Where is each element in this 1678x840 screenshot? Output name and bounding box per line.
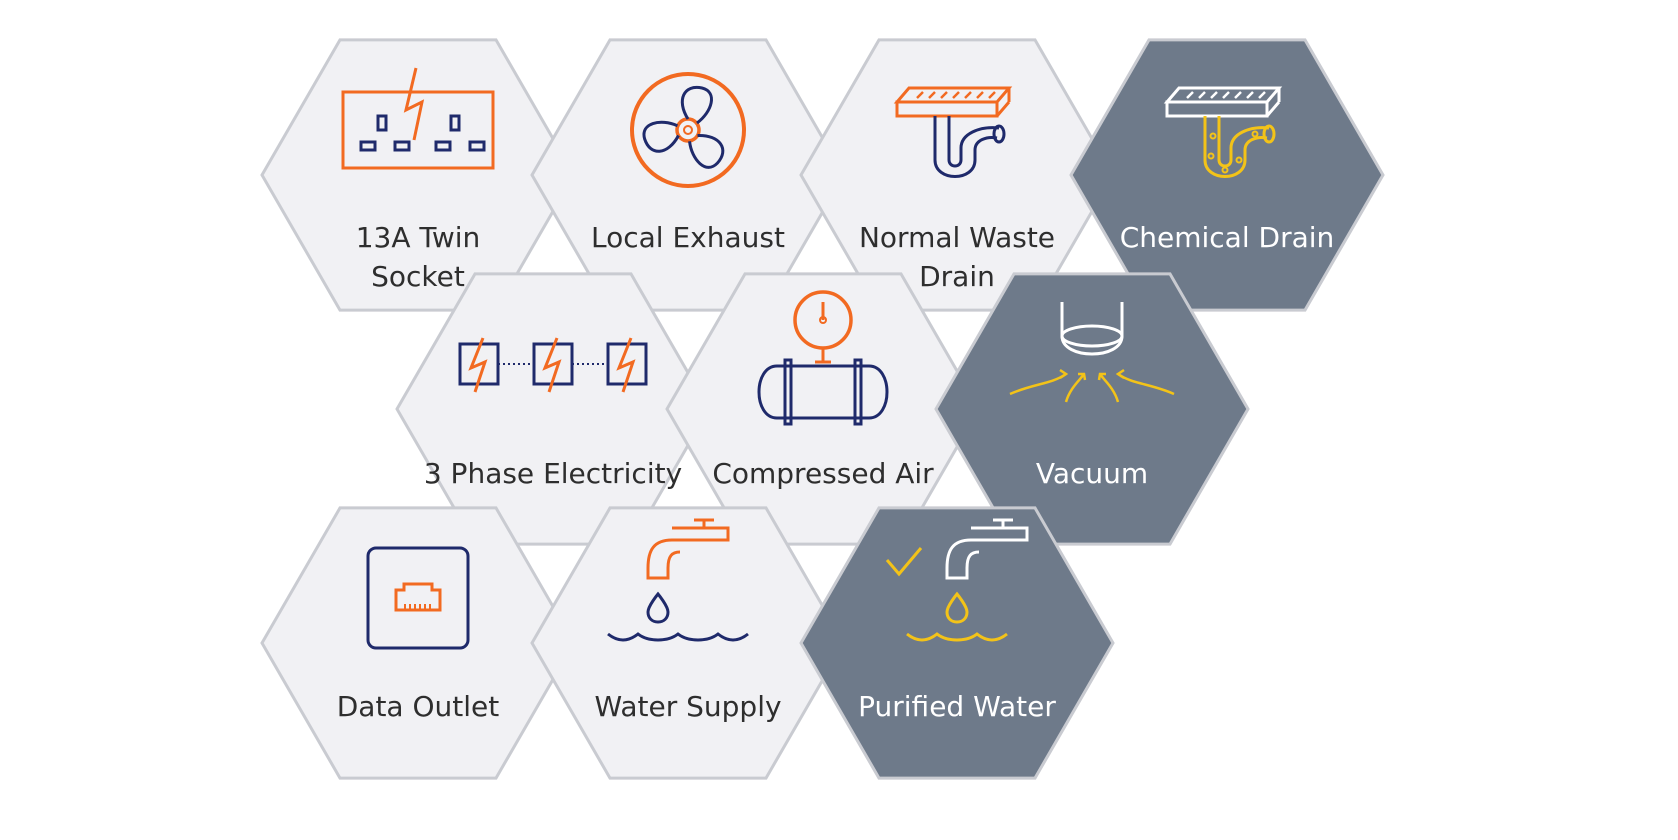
hex-tile-exhaust [530,38,846,312]
hex-tile-data [260,506,576,780]
tile-label-waste-line-2: Drain [919,260,995,293]
compressed-air-icon [757,290,889,426]
tile-label-waste-line-1: Normal Waste [859,221,1055,254]
tile-label-purified: Purified Water [858,690,1056,723]
three-phase-icon [458,337,648,393]
purified-water-icon [885,518,1029,642]
hex-tile-purified [799,506,1115,780]
tile-label-vacuum: Vacuum [1036,457,1148,490]
twin-socket-icon [341,67,495,170]
tile-label-chemical: Chemical Drain [1120,221,1335,254]
tile-label-socket-line-1: 13A Twin [356,221,481,254]
vacuum-icon [1009,302,1175,403]
tile-label-socket-line-2: Socket [371,260,465,293]
hex-tile-water [530,506,846,780]
hex-tile-vacuum [934,272,1250,546]
exhaust-fan-icon [630,72,746,188]
data-outlet-icon [366,546,470,650]
waste-drain-icon [893,86,1013,178]
hex-tile-three-phase [395,272,711,546]
tile-label-three-phase: 3 Phase Electricity [424,457,682,490]
chemical-drain-icon [1163,86,1283,178]
tile-label-data: Data Outlet [337,690,500,723]
tile-label-compressed: Compressed Air [712,457,934,490]
water-supply-icon [607,518,749,642]
tile-label-exhaust: Local Exhaust [591,221,785,254]
tile-label-water: Water Supply [594,690,781,723]
